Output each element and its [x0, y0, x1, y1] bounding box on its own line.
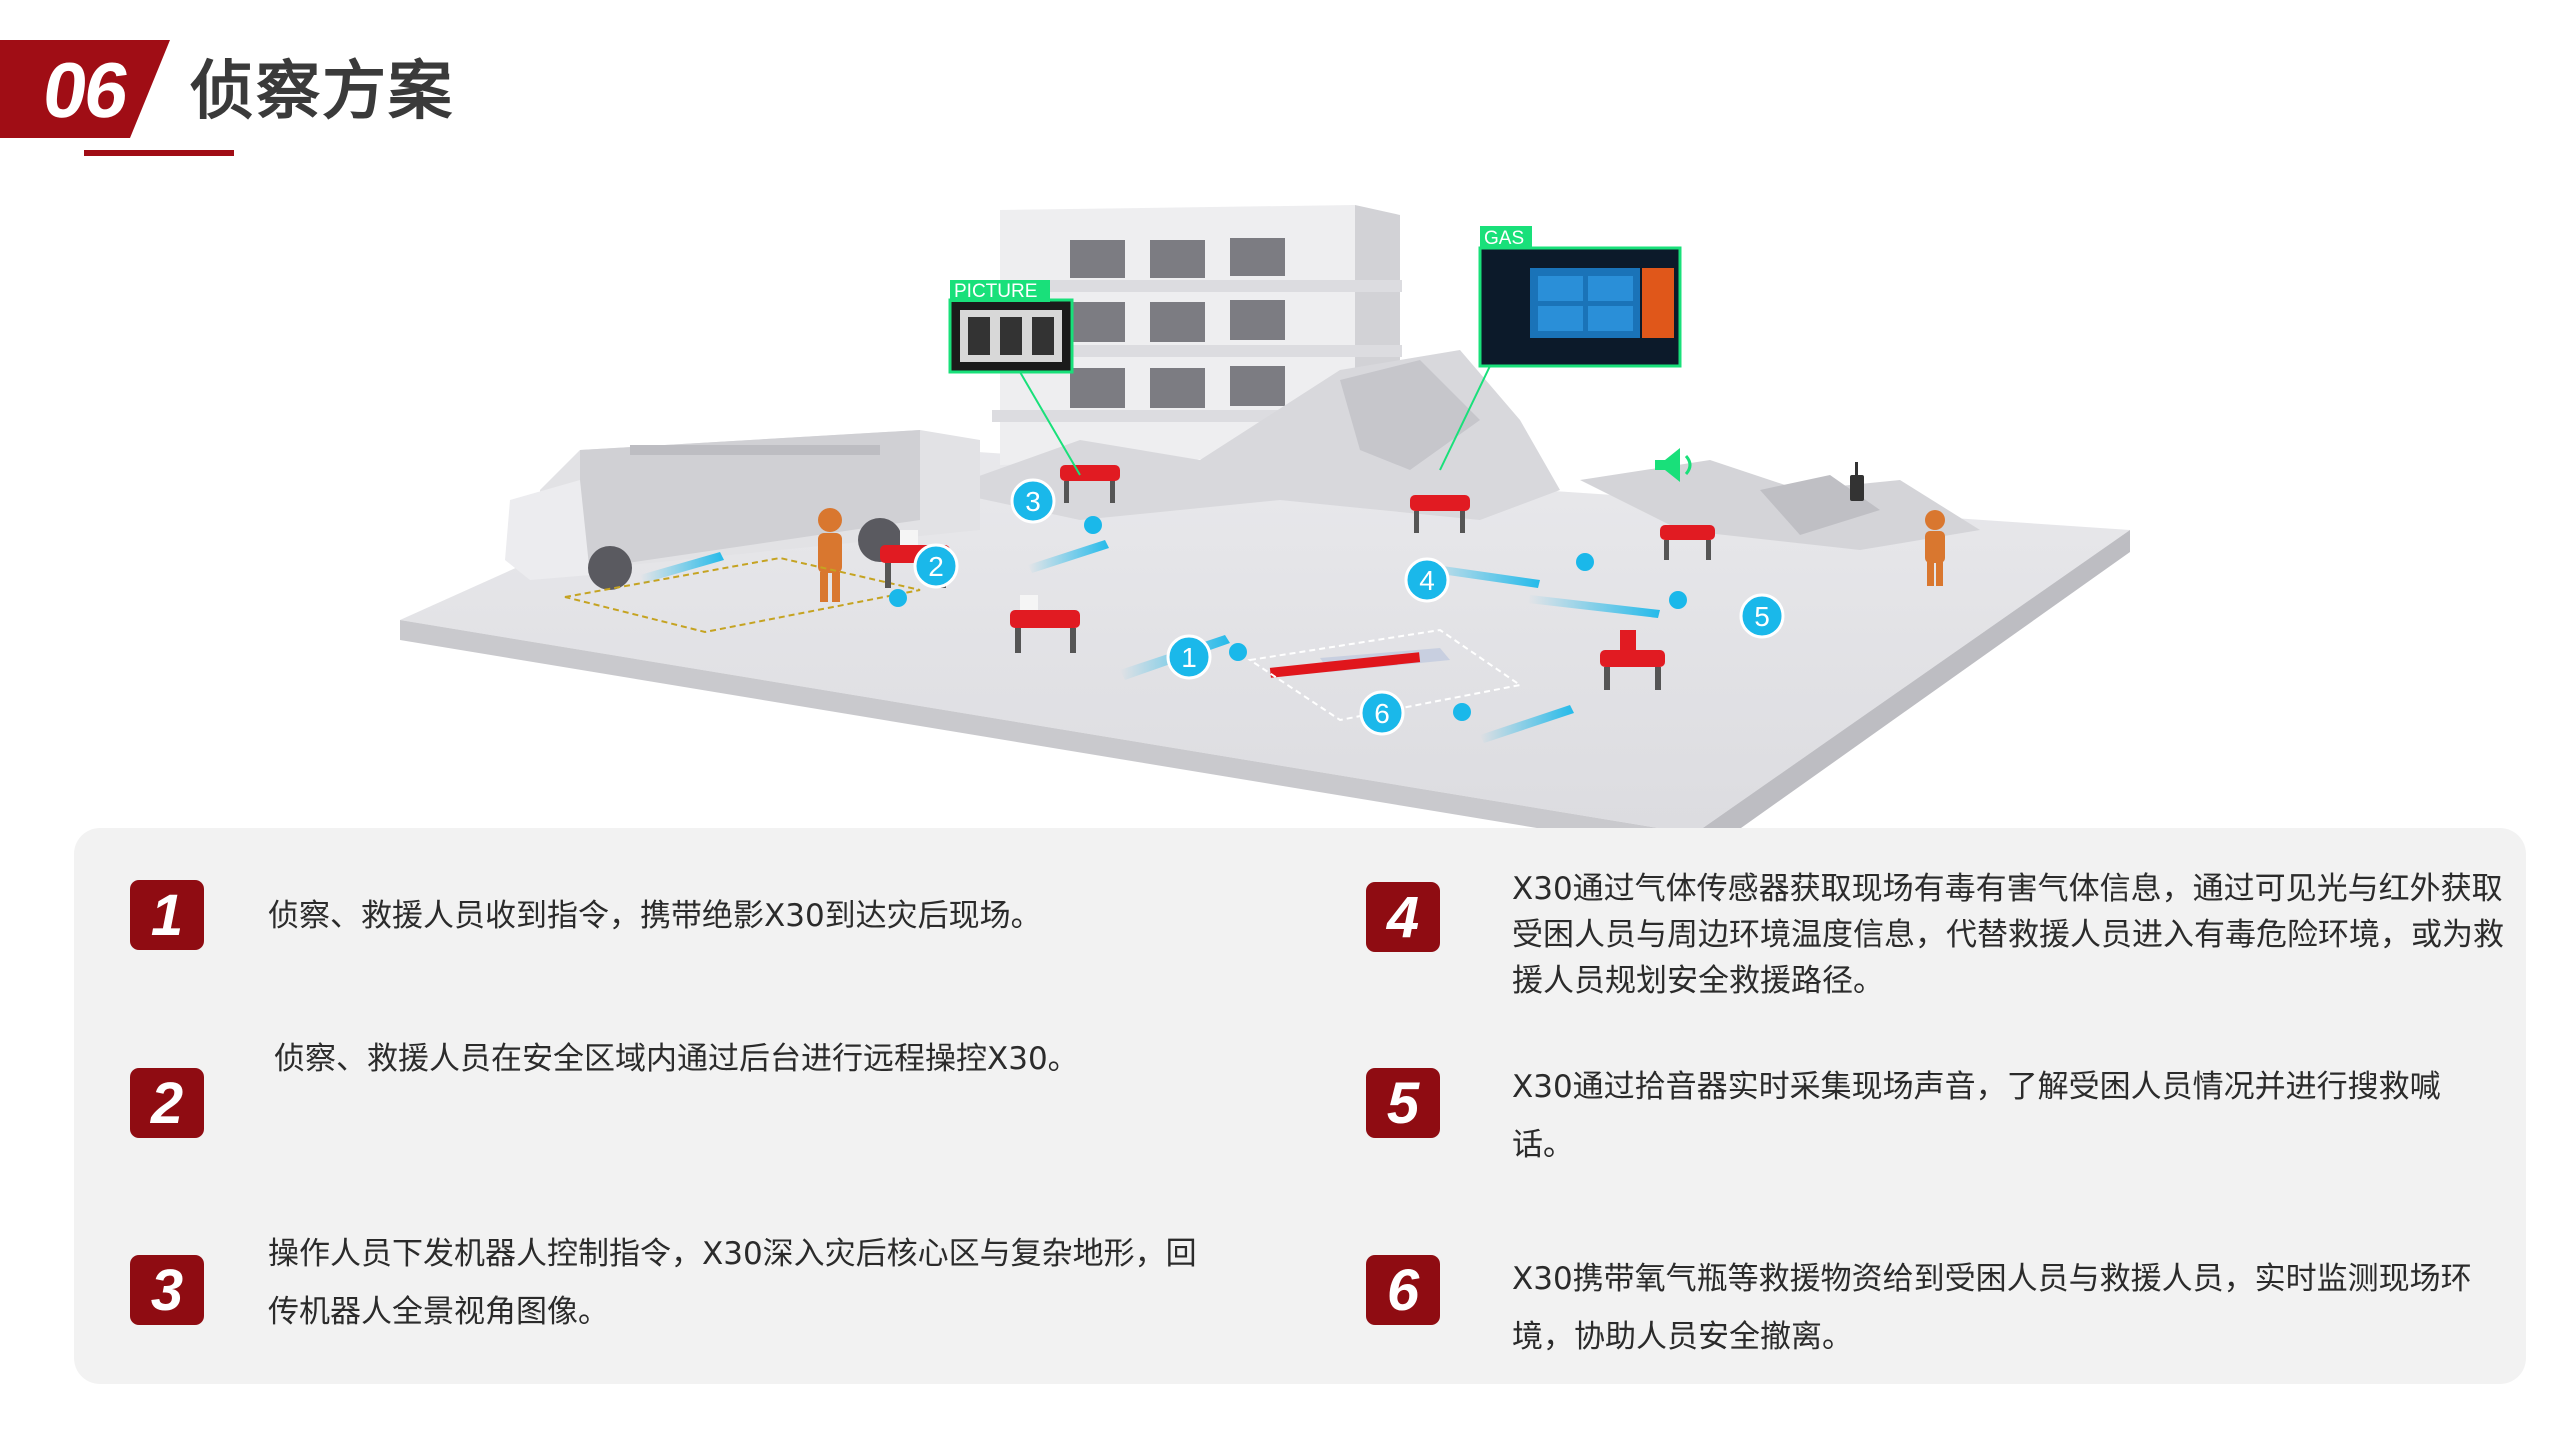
- svg-text:3: 3: [1025, 486, 1041, 517]
- location-pins: [889, 516, 1687, 721]
- robot-dog: [1410, 495, 1470, 533]
- damaged-building: [992, 205, 1402, 465]
- step-text-1: 侦察、救援人员收到指令，携带绝影X30到达灾后现场。: [268, 898, 1042, 934]
- step-text-2: 侦察、救援人员在安全区域内通过后台进行远程操控X30。: [274, 1041, 1079, 1077]
- step-text-6: X30携带氧气瓶等救援物资给到受困人员与救援人员，实时监测现场环境，协助人员安全…: [1512, 1261, 2472, 1355]
- section-number: 06: [37, 46, 133, 134]
- step-badge-5: 5: [1366, 1068, 1440, 1138]
- svg-text:1: 1: [1181, 642, 1197, 673]
- gas-callout: GAS: [1439, 226, 1682, 471]
- step-marker-3: 3: [1010, 478, 1056, 524]
- svg-text:6: 6: [1374, 698, 1390, 729]
- title-underline: [84, 150, 234, 156]
- step-badge-2: 2: [130, 1068, 204, 1138]
- rescue-scene-illustration: 1 2 3 4 5 6 PICTURE GAS: [400, 205, 2130, 840]
- walkie-talkie-icon: [1850, 462, 1864, 501]
- fire-truck: [505, 430, 980, 590]
- svg-text:2: 2: [928, 551, 944, 582]
- step-marker-4: 4: [1404, 557, 1450, 603]
- svg-text:4: 4: [1419, 565, 1435, 596]
- trapped-person: [1269, 648, 1450, 678]
- svg-text:5: 5: [1754, 601, 1770, 632]
- rescuer-figure: [818, 508, 842, 602]
- rescuer-figure: [1925, 510, 1945, 586]
- robot-dog: [1010, 595, 1080, 653]
- step-text-4: X30通过气体传感器获取现场有毒有害气体信息，通过可见光与红外获取受困人员与周边…: [1512, 871, 2504, 999]
- page-title: 侦察方案: [190, 55, 454, 129]
- robot-dog: [1660, 525, 1715, 560]
- step-badge-1: 1: [130, 880, 204, 950]
- speaker-icon: [1655, 448, 1692, 482]
- section-badge: [0, 40, 170, 138]
- step-text-5: X30通过拾音器实时采集现场声音，了解受困人员情况并进行搜救喊话。: [1512, 1069, 2441, 1163]
- robot-dog: [1060, 465, 1120, 503]
- step-marker-2: 2: [913, 543, 959, 589]
- step-marker-5: 5: [1739, 593, 1785, 639]
- robot-dog: [1600, 630, 1665, 690]
- step-text-3: 操作人员下发机器人控制指令，X30深入灾后核心区与复杂地形，回传机器人全景视角图…: [268, 1236, 1197, 1330]
- svg-text:GAS: GAS: [1484, 228, 1524, 249]
- step-badge-4: 4: [1366, 882, 1440, 952]
- steps-panel: [74, 828, 2526, 1384]
- step-marker-6: 6: [1359, 690, 1405, 736]
- picture-callout: PICTURE: [948, 280, 1081, 476]
- step-badge-3: 3: [130, 1255, 204, 1325]
- step-marker-1: 1: [1166, 634, 1212, 680]
- safe-zone-area: [564, 556, 921, 634]
- svg-text:PICTURE: PICTURE: [954, 281, 1037, 302]
- step-badge-6: 6: [1366, 1255, 1440, 1325]
